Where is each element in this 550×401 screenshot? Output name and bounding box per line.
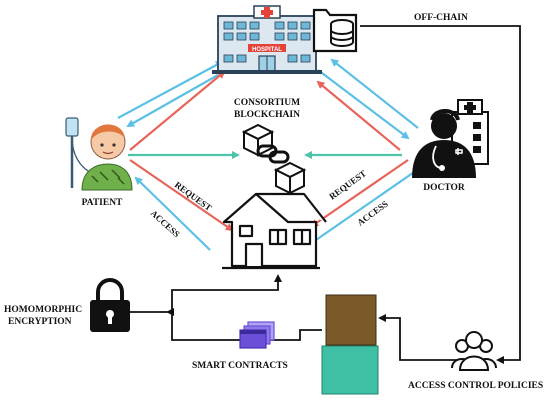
doctor-label: DOCTOR — [423, 183, 465, 193]
consortium-label: CONSORTIUM — [234, 98, 300, 108]
off-chain-label: OFF-CHAIN — [414, 13, 468, 23]
access-arrows — [134, 159, 422, 251]
blockchain-label: BLOCKCHAIN — [234, 110, 300, 120]
database-folder-icon — [312, 8, 358, 53]
hospital-doctor-arrows — [316, 58, 419, 151]
blockchain-chain-icon — [241, 123, 307, 195]
patient-icon — [65, 117, 133, 191]
off-chain-storage-blocks — [321, 294, 379, 395]
padlock-icon — [90, 278, 130, 332]
access-control-policies-label: ACCESS CONTROL POLICIES — [408, 381, 543, 391]
request-left-label: REQUEST — [173, 180, 214, 213]
patient-hospital-arrows — [117, 61, 224, 127]
encryption-label: ENCRYPTION — [8, 317, 72, 327]
access-left-label: ACCESS — [149, 208, 182, 239]
smart-contracts-label: SMART CONTRACTS — [192, 361, 288, 371]
house-icon — [222, 192, 327, 270]
patient-label: PATIENT — [82, 198, 123, 208]
patient-request-arrows — [129, 70, 234, 232]
hospital-icon: HOSPITAL — [212, 5, 322, 74]
off-chain-flow-lines — [128, 25, 521, 364]
homomorphic-label: HOMOMORPHIC — [4, 305, 82, 315]
smart-contract-windows-icon — [239, 321, 275, 349]
hospital-sign-text: HOSPITAL — [252, 47, 282, 53]
user-group-icon — [451, 331, 497, 371]
doctor-icon — [412, 99, 489, 178]
request-right-label: REQUEST — [327, 168, 368, 201]
access-right-label: ACCESS — [355, 199, 390, 228]
